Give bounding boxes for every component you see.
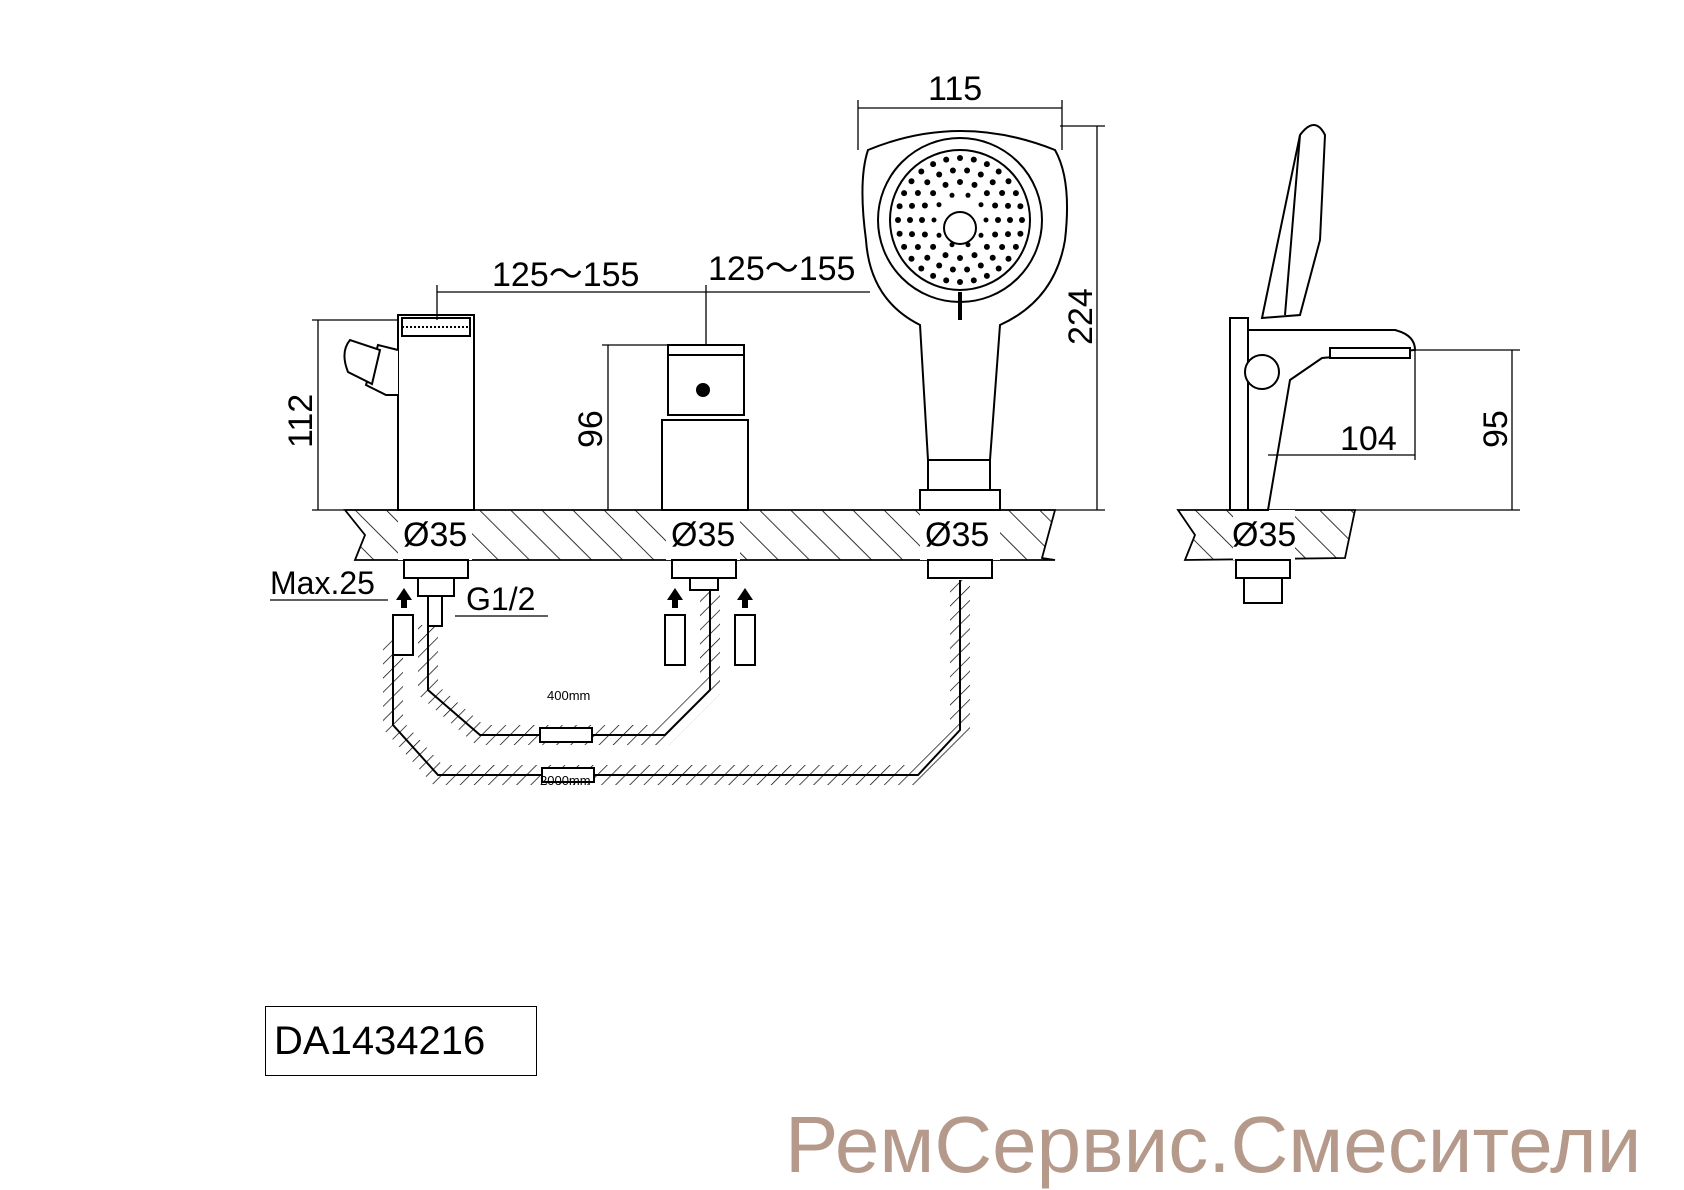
model-number-box: DA1434216 <box>265 1006 537 1076</box>
dim-hole-diameter-side: Ø35 <box>1232 516 1296 554</box>
dim-thread: G1/2 <box>466 581 535 617</box>
dim-mixer-height: 112 <box>282 394 320 448</box>
dim-hose-short: 400mm <box>547 688 590 703</box>
hoses <box>383 580 970 785</box>
dim-spacing-left: 125～155 <box>492 256 639 294</box>
dim-hole-diameter-mixer: Ø35 <box>403 516 467 554</box>
dim-spout-height: 95 <box>1477 410 1515 448</box>
watermark: РемСервис.Смесители <box>785 1100 1642 1189</box>
dim-spacing-right: 125～155 <box>708 250 855 288</box>
flow-arrows <box>396 588 753 608</box>
dim-max-deck-thickness: Max.25 <box>270 565 375 601</box>
dim-spout-reach: 104 <box>1340 420 1397 458</box>
side-view <box>1229 124 1417 604</box>
hand-shower <box>861 130 1069 579</box>
deck-section <box>343 509 1357 561</box>
dim-shower-head-width: 115 <box>928 70 982 108</box>
model-number: DA1434216 <box>274 1019 486 1063</box>
dim-valve-height: 96 <box>572 410 610 448</box>
dimension-lines <box>270 100 1520 617</box>
mixer-body <box>343 314 475 627</box>
dim-hole-diameter-valve: Ø35 <box>671 516 735 554</box>
dim-hole-diameter-shower: Ø35 <box>925 516 989 554</box>
shower-nozzles <box>895 155 1025 285</box>
dim-hose-long: 2000mm <box>540 773 591 788</box>
dim-shower-height: 224 <box>1062 288 1100 345</box>
